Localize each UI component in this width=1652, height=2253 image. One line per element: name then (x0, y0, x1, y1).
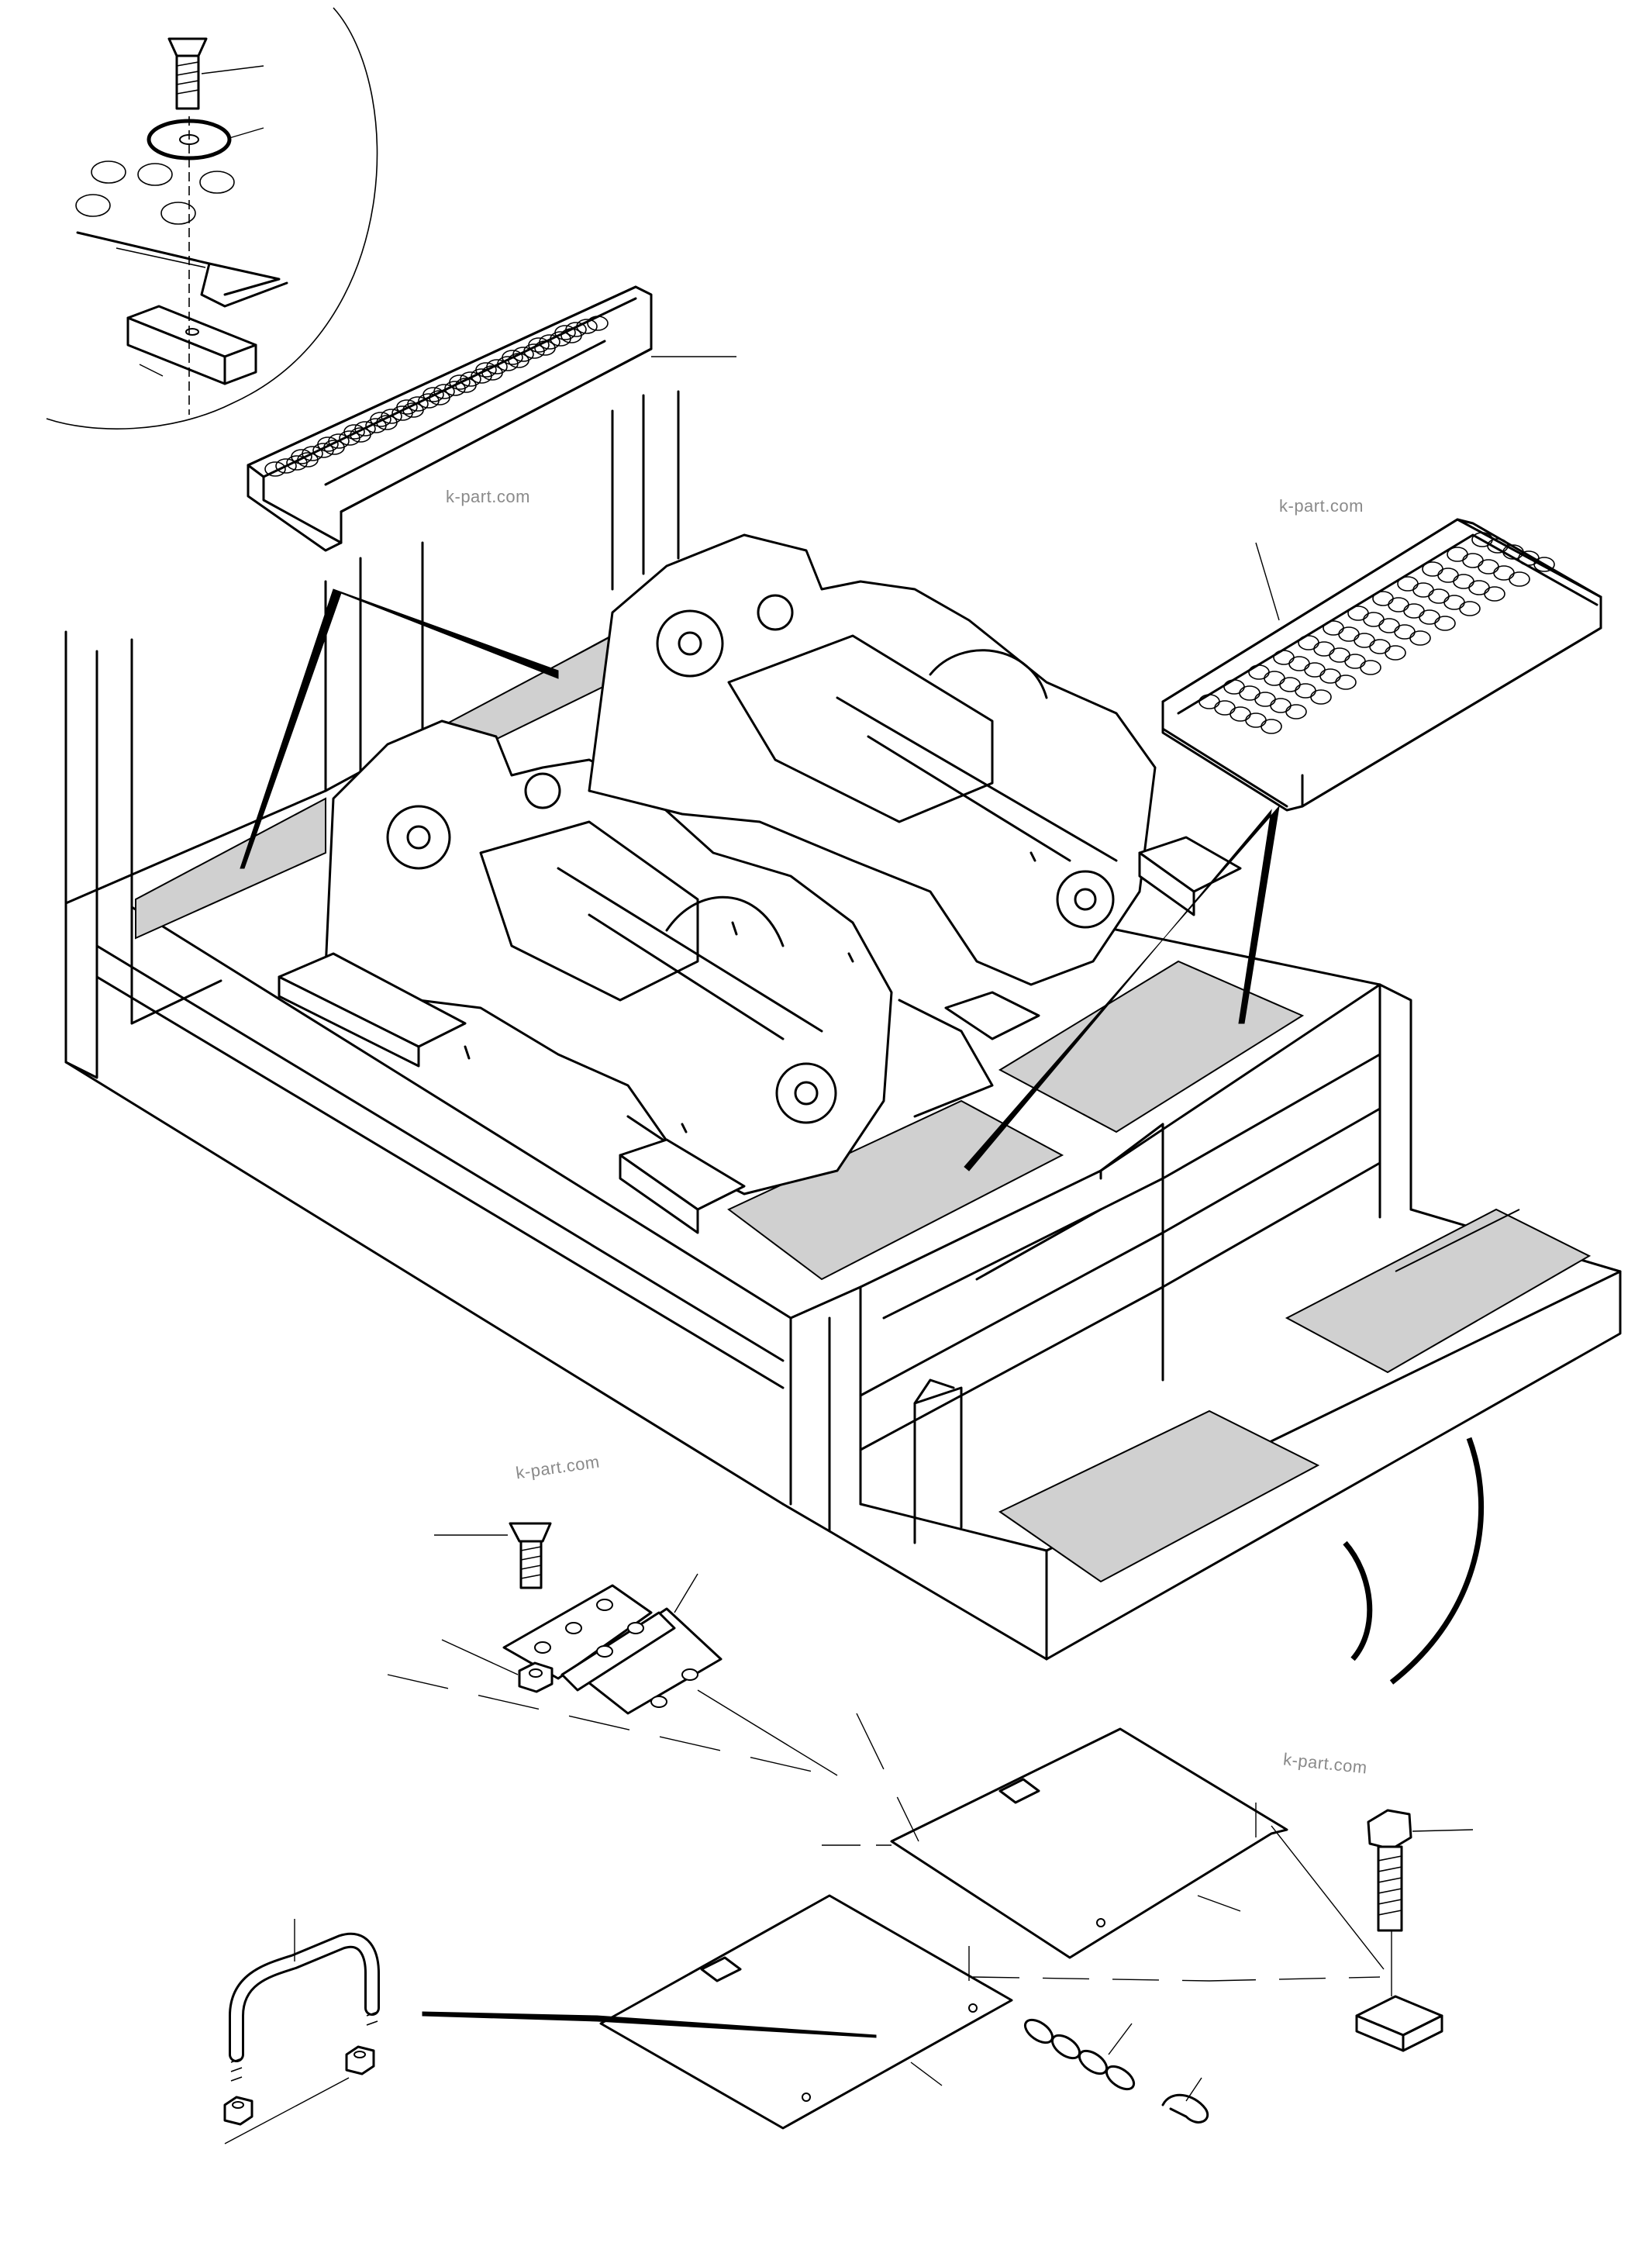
engine-unit-rear (588, 533, 1242, 1118)
screw-icon (167, 37, 264, 110)
chain-icon (1023, 2018, 1136, 2091)
shaded-pads (135, 634, 1592, 1583)
perforation-hole (402, 402, 424, 418)
washer-icon (147, 119, 264, 160)
perforation-hole (1409, 630, 1431, 646)
hex-bolt-icon (1367, 1809, 1474, 1996)
perforation-hole (1484, 586, 1505, 602)
perforation-hole (560, 328, 582, 343)
screw-icon (434, 1522, 552, 1589)
perforation-hole (1509, 571, 1530, 587)
perforation-hole (1285, 704, 1307, 719)
perforation-hole (1360, 660, 1381, 675)
perforation-hole (429, 390, 450, 405)
perforation-hole (275, 458, 297, 474)
pointer-lines (240, 588, 1280, 1171)
cover-plate-lower (599, 1894, 1013, 2130)
perforation-hole (508, 353, 529, 368)
perforation-hole (534, 340, 556, 356)
detail-callout (46, 7, 378, 430)
frame-ticks (464, 851, 1036, 1133)
perforation-hole (1385, 645, 1406, 661)
perforation-hole (297, 452, 319, 468)
perforation-hole (365, 418, 387, 433)
engine-unit-front (278, 719, 893, 1234)
perforation-hole (471, 368, 492, 384)
hinge-icon (502, 1573, 838, 1776)
perforation-hole (418, 393, 440, 409)
panel-arc (1343, 1437, 1485, 1685)
snap-hook-icon (1161, 2077, 1209, 2124)
crate-frame (64, 634, 1622, 1661)
step-edge-detail-icon (75, 160, 288, 308)
perforation-hole (1310, 689, 1332, 705)
perforation-hole (497, 356, 519, 371)
perforation-hole (1261, 719, 1282, 734)
crate-side-panels (64, 390, 680, 920)
hinge-assembly (434, 1522, 838, 1776)
cover-plate-upper (890, 1727, 1288, 1959)
dashed-guide-lines (387, 1674, 1385, 1982)
perforation-hole (376, 415, 398, 430)
perforation-hole (523, 343, 545, 359)
perforation-pattern (264, 316, 609, 477)
perforation-hole (391, 405, 413, 421)
perforation-hole (481, 365, 503, 381)
step-plate-right (1161, 518, 1602, 812)
perforation-hole (1434, 616, 1456, 631)
perforation-hole (1459, 601, 1481, 616)
perforation-hole (1335, 675, 1357, 690)
step-plate-left (247, 285, 736, 552)
perforation-hole (339, 430, 360, 446)
perforation-hole (576, 319, 598, 334)
perforation-hole (312, 443, 334, 458)
perforation-hole (455, 378, 477, 393)
perforation-pattern-right (1198, 532, 1555, 734)
t-block-icon (1355, 1995, 1443, 2052)
perforation-hole (1533, 557, 1555, 572)
perforation-hole (550, 331, 571, 347)
perforation-hole (444, 381, 466, 396)
u-bolt-icon (223, 1919, 877, 2144)
perforation-hole (350, 427, 371, 443)
perforation-hole (323, 440, 345, 455)
perforation-hole (587, 316, 609, 331)
perforation-hole (286, 455, 308, 471)
watermark-2: k-part.com (1279, 496, 1364, 516)
spacer-block-icon (126, 116, 257, 415)
perforation-hole (264, 461, 286, 477)
watermark-1: k-part.com (446, 487, 530, 506)
nut-icon (441, 1639, 554, 1693)
